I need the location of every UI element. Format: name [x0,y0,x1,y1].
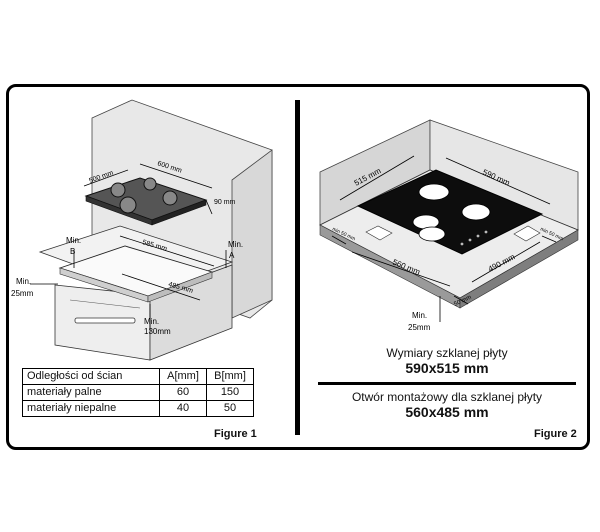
glass-info: Wymiary szklanej płyty 590x515 mm [318,346,576,376]
table-cell: 60 [159,384,207,401]
table-cell: materiały niepalne [22,400,160,417]
fig2-min-25-label-1: Min. [412,311,427,320]
table-row: materiały palne 60 150 [22,384,254,401]
table-header-cell: Odległości od ścian [22,368,160,385]
table-cell: 50 [206,400,254,417]
dimension-lines-fig1 [30,163,227,330]
dim-90: 90 mm [214,199,236,206]
figure-1-drawing: 500 mm 600 mm 90 mm 585 mm 485 mm Min. B… [11,99,273,361]
figure-2-caption: Figure 2 [534,428,577,440]
glass-size: 590x515 mm [405,360,489,376]
table-header-cell: B[mm] [206,368,254,385]
drawing-frame [6,84,590,450]
hole-size: 560x485 mm [405,404,489,420]
min-a-label-1: Min. [228,240,243,249]
burner-icon [418,226,446,242]
burner-icon [162,190,178,206]
glass-caption: Wymiary szklanej płyty [386,346,508,360]
min-25-label-1: Min. [16,277,31,286]
table-header-row: Odległości od ścian A[mm] B[mm] [22,368,254,385]
min-b-label-1: Min. [66,236,81,245]
table-row: materiały niepalne 40 50 [22,400,254,417]
burner-icon [461,203,491,221]
min-130-label-2: 130mm [144,327,171,336]
min-130-label-1: Min. [144,317,159,326]
min-b-label-2: B [70,247,75,256]
figure-divider [295,100,300,435]
burner-icon [418,183,450,201]
table-cell: 40 [159,400,207,417]
burner-icon [110,182,126,198]
min-25-label-2: 25mm [11,289,34,298]
clearance-table: Odległości od ścian A[mm] B[mm] materiał… [22,368,254,417]
burner-icon [143,177,157,191]
hole-info: Otwór montażowy dla szklanej płyty 560x4… [318,390,576,420]
knob-dots [460,230,488,246]
figure-1-caption: Figure 1 [214,428,257,440]
hole-caption: Otwór montażowy dla szklanej płyty [351,390,543,404]
min-a-label-2: A [229,251,235,260]
dimension-lines-fig2 [331,155,557,322]
fig2-min-25-label-2: 25mm [408,323,431,332]
burner-icon [119,196,137,214]
info-separator [318,382,576,385]
oven-handle [74,317,136,324]
table-cell: materiały palne [22,384,160,401]
